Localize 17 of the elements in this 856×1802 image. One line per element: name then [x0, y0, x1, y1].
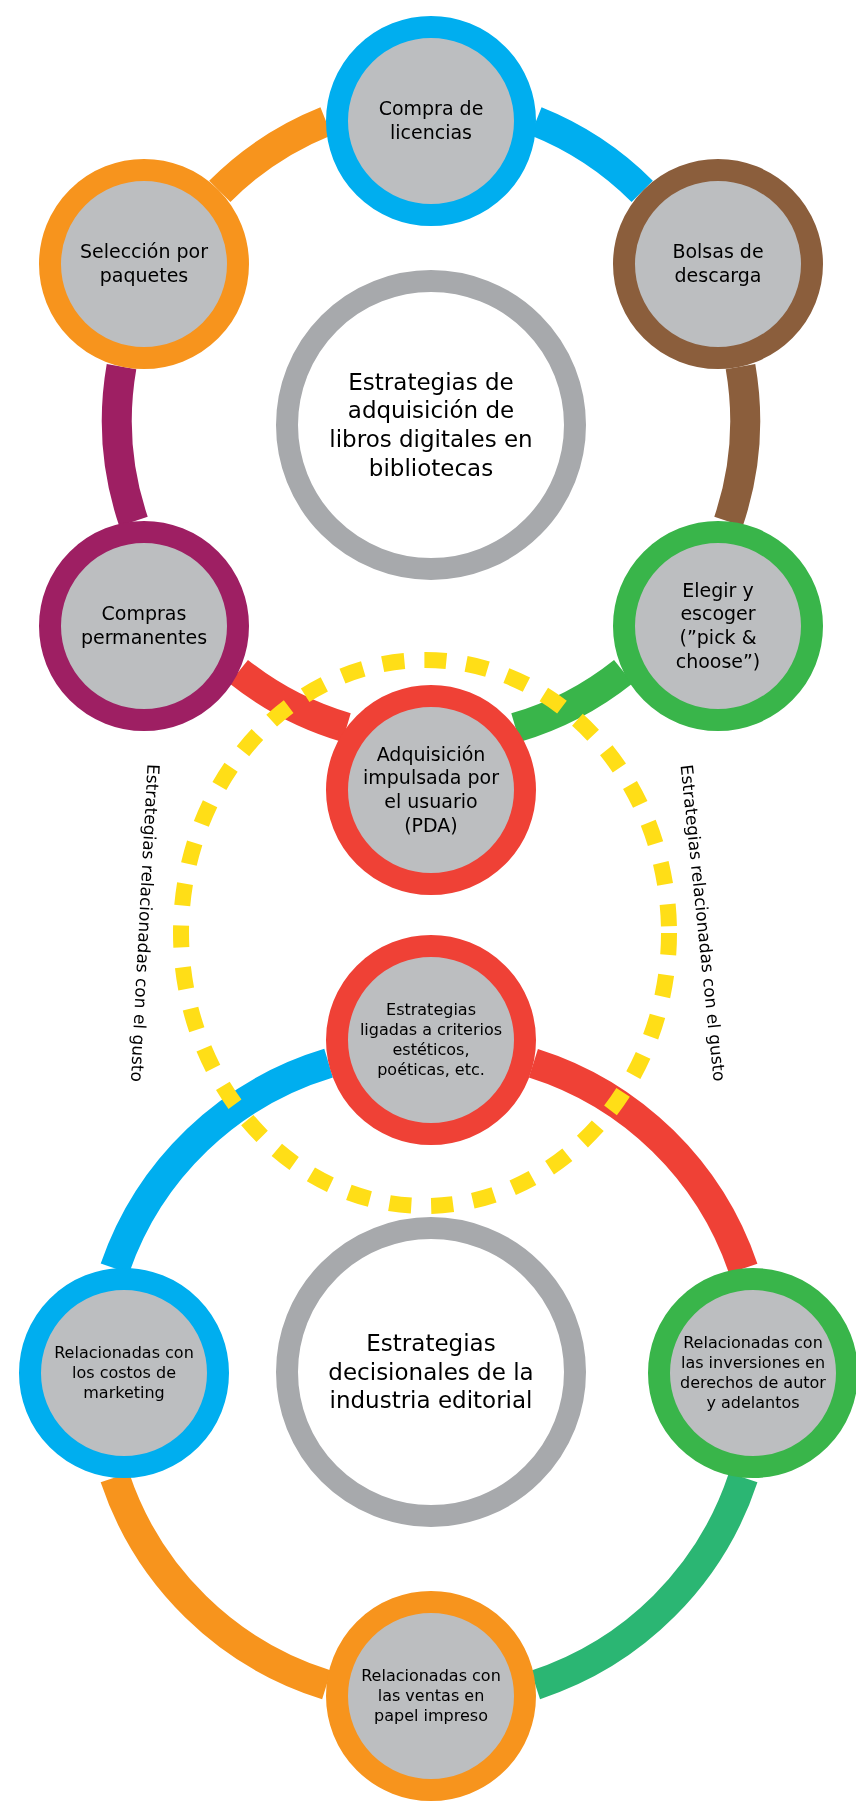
- strategy-label: Estrategias de adquisición de libros digitales en bibliotecas: [328, 367, 534, 483]
- ring-label: Estrategias relacionadas con el gusto: [126, 763, 164, 1083]
- strategy-label: Estrategias ligadas a criterios estéticos, poéticas, etc.: [358, 1000, 504, 1080]
- ring-label: Estrategias relacionadas con el gusto: [676, 763, 730, 1083]
- strategy-label: Bolsas de descarga: [671, 240, 765, 288]
- strategy-label: Estrategias decisionales de la industria editorial: [327, 1328, 535, 1416]
- ring-arc: [102, 364, 148, 526]
- strategy-label: Compra de licencias: [377, 97, 485, 145]
- strategy-label: Selección por paquetes: [78, 240, 210, 288]
- strategy-label: Elegir y escoger (”pick & choose”): [674, 578, 762, 674]
- ring-arc: [229, 659, 352, 742]
- ring-arc: [714, 364, 760, 526]
- strategy-label: Adquisición impulsada por el usuario (PDA): [362, 742, 500, 838]
- strategy-label: Relacionadas con las inversiones en derechos de autor y adelantos: [679, 1333, 827, 1413]
- strategy-label: Relacionadas con las ventas en papel impreso: [360, 1666, 502, 1726]
- strategy-label: Relacionadas con los costos de marketing: [53, 1343, 195, 1403]
- strategy-label: Compras permanentes: [79, 602, 209, 650]
